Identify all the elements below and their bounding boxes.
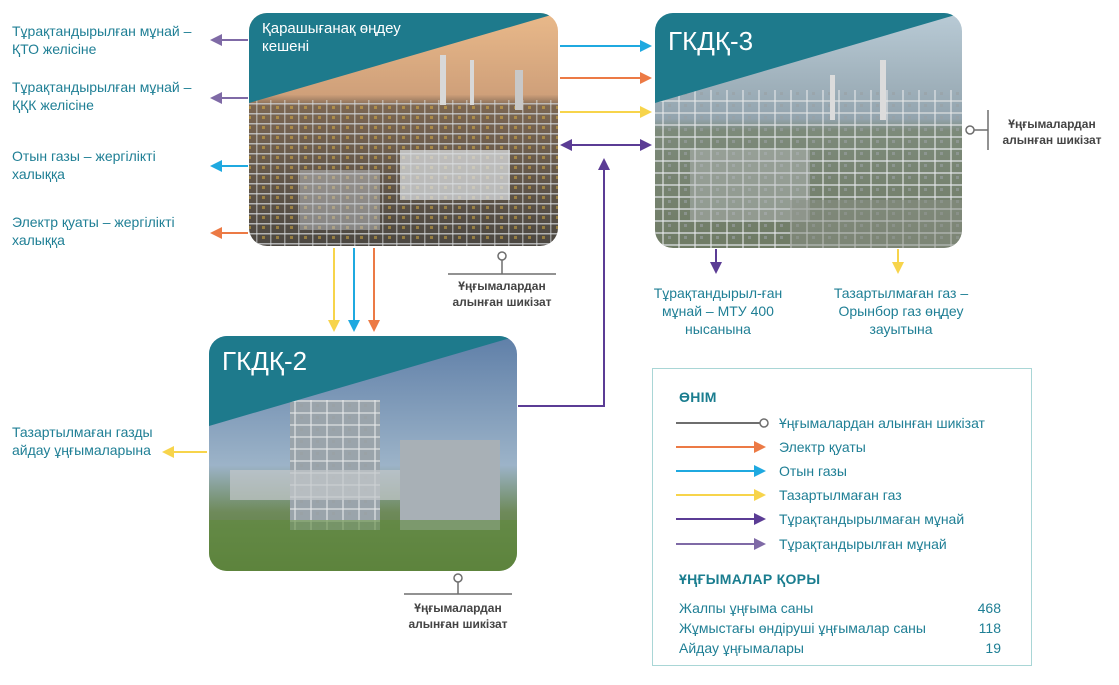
flow-fuel-gas-to-gkdk2-head [348,320,360,332]
well-stock-row: Айдау ұңғымалары 19 [679,639,1001,657]
output-electricity: Электр қуаты – жергілікті халыққа [12,214,175,248]
legend-swatch-5-head [754,538,766,550]
output-unstab-mtu: Тұрақтандырыл-ған мұнай – МТУ 400 нысаны… [653,285,783,337]
well-stock-row: Жұмыстағы өндіруші ұңғымалар саны 118 [679,619,1001,637]
well-stock-label: Жұмыстағы өндіруші ұңғымалар саны [679,620,926,636]
legend-swatch-0-node [759,418,769,428]
legend-item-raw-gas: Тазартылмаған газ [779,487,902,503]
flow-unstab-oil-exchange-head [640,139,652,151]
flow-unstab-oil-gkdk2 [518,164,605,407]
well-feed-gkdk3-node [965,125,975,135]
karachaganak-photo [249,13,558,246]
legend-item-well-feed: Ұңғымалардан алынған шикізат [779,415,985,431]
legend-item-stab-oil: Тұрақтандырылған мұнай [779,536,947,552]
output-stab-kto: Тұрақтандырылған мұнай – ҚТО желісіне [12,23,192,57]
well-feed-label-gkdk3: Ұңғымалардан алынған шикізат [1002,117,1102,147]
well-feed-gkdk2-node [453,573,463,583]
legend-item-fuel-gas: Отын газы [779,463,847,479]
output-raw-orenburg: Тазартылмаған газ – Орынбор газ өңдеу за… [833,285,969,337]
flow-unstab-oil-exchange-head [560,139,572,151]
flow-fuel-gas-head [210,160,222,172]
karachaganak-title: Қарашығанақ өңдеу кешені [262,20,401,55]
output-raw-injection: Тазартылмаған газды айдау ұңғымаларына [12,424,153,458]
gkdk3-title: ГКДҚ-3 [668,26,754,56]
gkdk3-photo [655,13,962,248]
flow-electricity-head [210,227,222,239]
well-feed-label-karachaganak: Ұңғымалардан алынған шикізат [452,279,552,309]
well-feed-connectors [404,110,989,595]
flow-stab-kto-head [210,34,222,46]
well-stock-value: 118 [978,620,1001,636]
flow-raw-orenburg-head [892,262,904,274]
legend-item-unstab-oil: Тұрақтандырылмаған мұнай [779,511,965,527]
well-feed-karachaganak-node [497,251,507,261]
legend-box: ӨНІМ Ұңғымалардан алынған шикізат Электр… [652,368,1032,666]
legend-title: ӨНІМ [679,389,717,405]
gkdk2-photo [209,336,517,571]
output-stab-kkk: Тұрақтандырылған мұнай – ҚҚК желісіне [12,79,192,113]
flow-unstab-oil-gkdk2-head [598,158,610,170]
flow-raw-gas-to-gkdk2-head [328,320,340,332]
legend-swatch-1-head [754,441,766,453]
well-stock-label: Жалпы ұңғыма саны [679,600,814,616]
well-stock-title: ҰҢҒЫМАЛАР ҚОРЫ [679,571,821,587]
well-stock-label: Айдау ұңғымалары [679,640,804,656]
flow-electricity-to-gkdk3-head [640,72,652,84]
flow-fuel-gas-to-gkdk3-head [640,40,652,52]
output-fuel-gas: Отын газы – жергілікті халыққа [12,148,156,182]
legend-swatch-3-head [754,489,766,501]
gkdk2-title: ГКДҚ-2 [222,346,308,376]
flow-unstab-mtu-head [710,262,722,274]
well-stock-value: 19 [985,640,1001,656]
legend-swatch-2-head [754,465,766,477]
well-feed-label-gkdk2: Ұңғымалардан алынған шикізат [408,601,508,631]
flow-raw-injection-head [162,446,174,458]
flow-stab-kkk-head [210,92,222,104]
flow-electricity-to-gkdk2-head [368,320,380,332]
well-stock-value: 468 [977,600,1001,616]
legend-swatches [676,418,769,550]
legend-item-electricity: Электр қуаты [779,439,866,455]
flow-arrows [162,34,904,458]
legend-swatch-4-head [754,513,766,525]
flow-raw-gas-to-gkdk3-head [640,106,652,118]
well-stock-row: Жалпы ұңғыма саны 468 [679,599,1001,617]
